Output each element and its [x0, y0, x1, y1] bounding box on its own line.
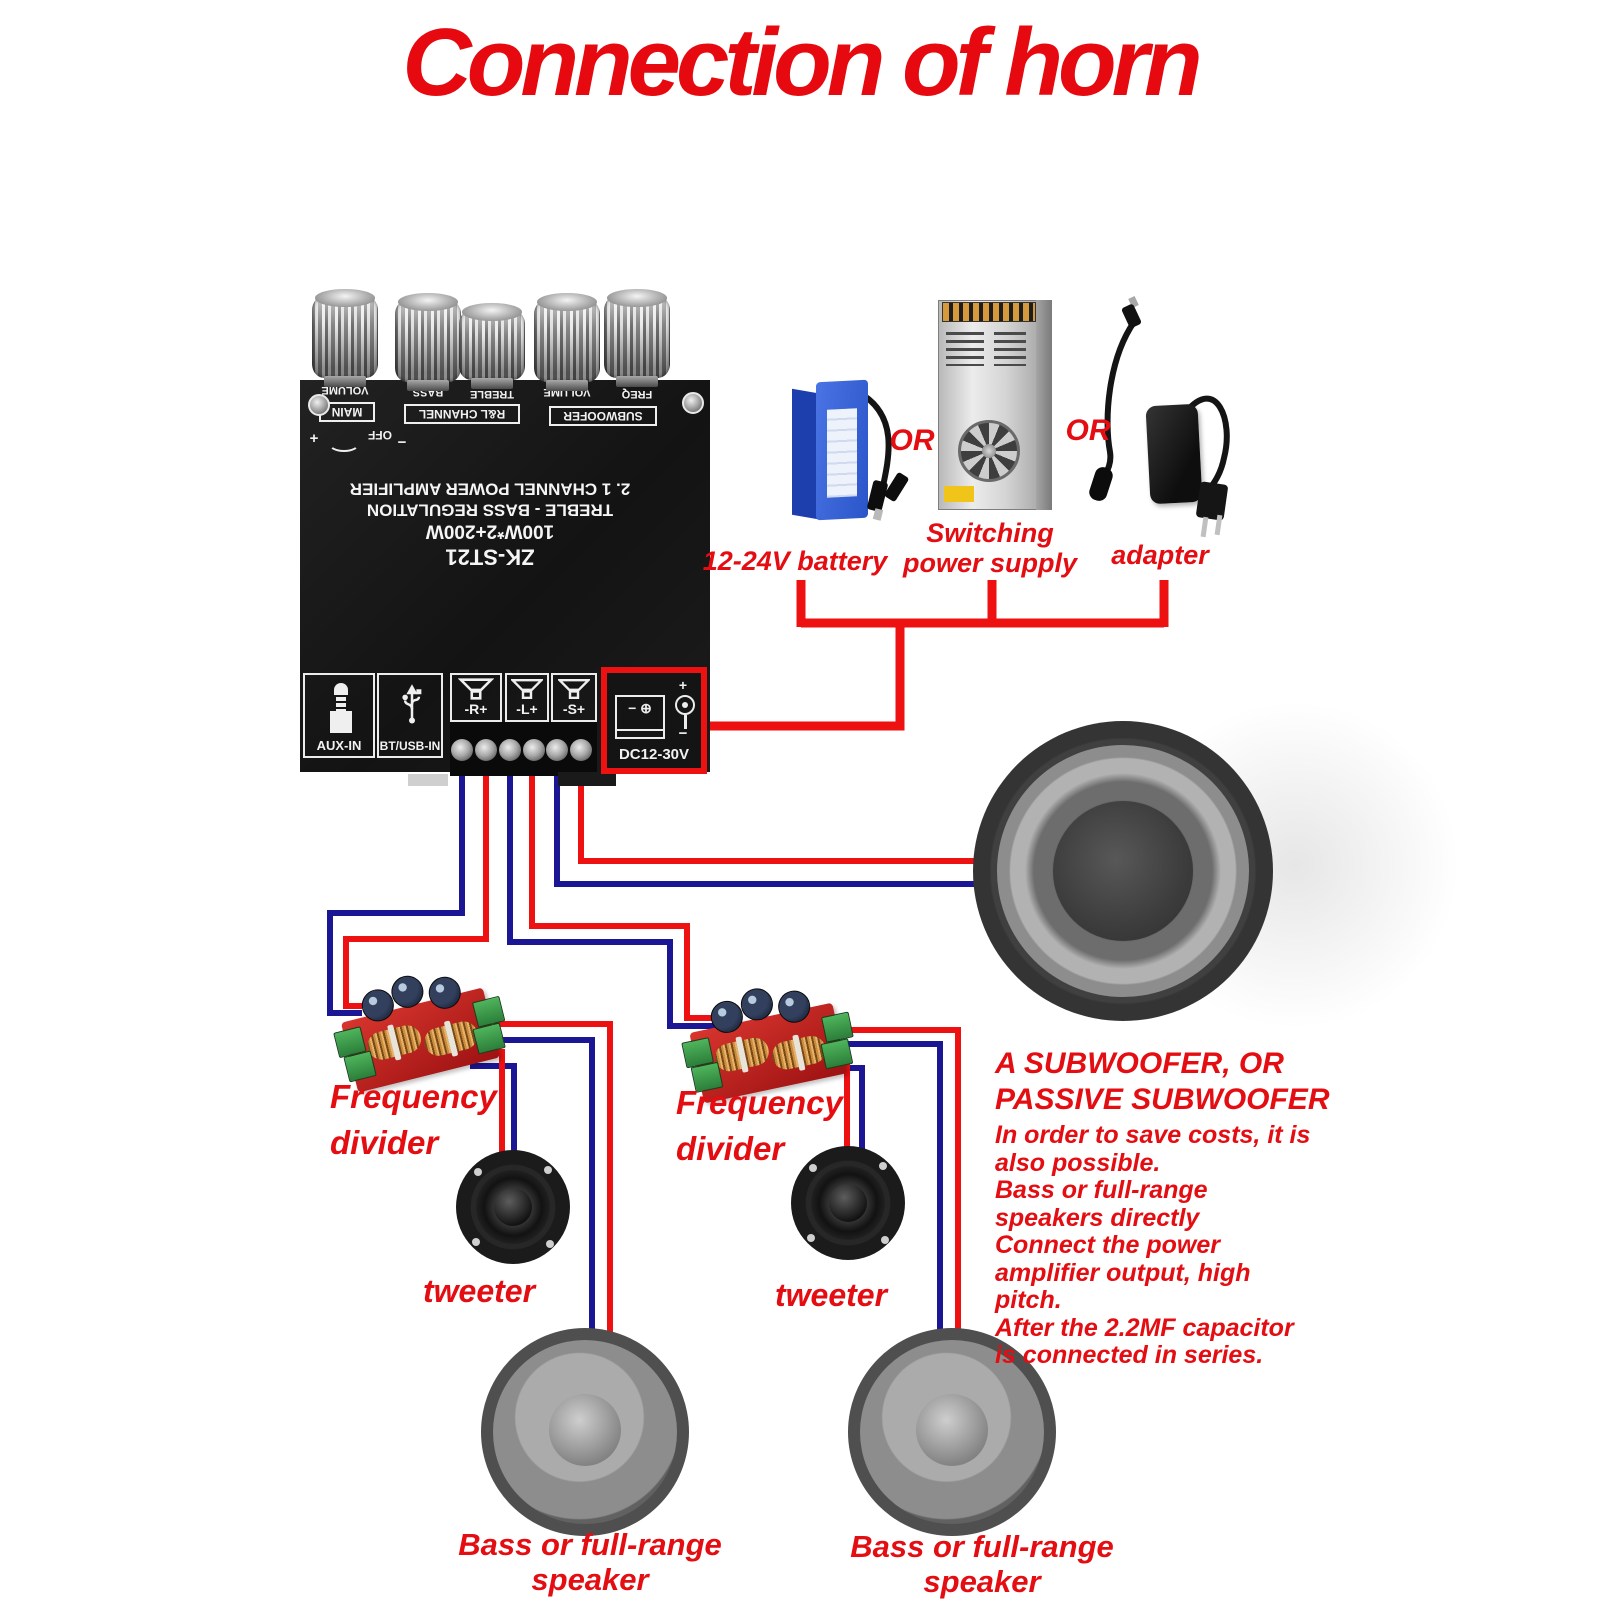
terminal-screw [475, 739, 497, 761]
psu-vents [994, 332, 1026, 366]
battery-sticker [827, 408, 857, 498]
psu-terminal-strip [942, 302, 1036, 322]
plug-prong [1200, 516, 1209, 538]
wire-left-positive [529, 748, 728, 1021]
battery-polarity-icon: − ⊕ [615, 695, 665, 731]
tweeter-image-right [791, 1146, 905, 1260]
wire-left-tweeter-negative [470, 1063, 517, 1168]
wire-left-bass-positive [494, 1021, 613, 1342]
battery-plug-connector [883, 471, 910, 503]
adapter-ferrite [1087, 465, 1115, 503]
frequency-divider-label-left: Frequency divider [330, 1078, 497, 1161]
speaker-icon [558, 679, 590, 699]
board-tab [408, 774, 448, 786]
wire-right-bass-positive [838, 1027, 961, 1345]
battery-label: 12-24V battery [702, 546, 888, 576]
wire-left-negative [507, 748, 728, 1029]
power-arrow-icon [328, 434, 360, 452]
aux-jack-icon [334, 683, 348, 695]
terminal-screw [546, 739, 568, 761]
dc-plug-icon [675, 695, 695, 715]
terminal-block [450, 722, 597, 776]
bass-speaker-label-right: Bass or full-range speaker [850, 1529, 1114, 1599]
dc-voltage-label: DC12-30V [618, 746, 690, 763]
right-channel-port: -R+ [450, 673, 502, 722]
battery-icon-base [615, 729, 665, 739]
board-silkscreen-text: ZK-ST21 100W*2+200W TREBLE - BASS REGULA… [345, 478, 635, 570]
or-label-1: OR [889, 424, 935, 457]
adapter-label: adapter [1111, 540, 1209, 570]
usb-icon [402, 684, 422, 724]
dc-input-port: − ⊕ + − DC12-30V [601, 667, 707, 774]
board-power-rating: 100W*2+200W [425, 520, 555, 542]
wire-right-negative [327, 748, 465, 1016]
aux-in-port: AUX-IN [303, 673, 375, 758]
wire-right-positive [343, 748, 489, 1009]
wire-left-bass-negative [498, 1037, 595, 1342]
psu-sticker [944, 486, 974, 502]
treble-knob [459, 303, 525, 389]
wire-subwoofer-negative [554, 748, 985, 887]
knob-label-treble: TREBLE [470, 388, 514, 400]
group-label-subwoofer: SUBWOOFER [549, 406, 657, 426]
board-model: ZK-ST21 [445, 544, 535, 570]
subwoofer-note-heading: A SUBWOOFER, OR PASSIVE SUBWOOFER [995, 1047, 1330, 1116]
subwoofer-volume-knob [534, 293, 600, 391]
ac-plug [1195, 481, 1229, 521]
left-channel-label: -L+ [516, 701, 538, 717]
group-label-rl-channel: R&L CHANNEL [404, 404, 520, 424]
sub-channel-label: -S+ [562, 701, 586, 717]
psu-label: Switching power supply [902, 518, 1078, 579]
wire-right-bass-negative [843, 1041, 943, 1345]
bt-usb-in-port: BT/USB-IN [377, 673, 443, 758]
board-channel-text: 2. 1 CHANNEL POWER AMPLIFIER [349, 479, 631, 499]
subwoofer-image [973, 721, 1273, 1021]
subwoofer-note-body: In order to save costs, it is also possi… [995, 1121, 1311, 1369]
sub-channel-port: -S+ [551, 673, 597, 722]
tweeter-label-right: tweeter [774, 1277, 888, 1313]
right-channel-label: -R+ [464, 701, 488, 717]
page-title: Connection of horn [402, 9, 1202, 116]
bass-speaker-label-left: Bass or full-range speaker [458, 1527, 722, 1597]
main-volume-knob [312, 289, 378, 387]
psu-fan [958, 420, 1020, 482]
adapter-dc-plug [1120, 303, 1143, 329]
knob-label-freq: FREQ [621, 388, 653, 400]
bass-speaker-image-left [481, 1328, 689, 1536]
terminal-screw [499, 739, 521, 761]
corner-screw-left [308, 394, 330, 416]
amplifier-board: VOLUME BASS TREBLE VOLUME FREQ MAIN R&L … [300, 289, 712, 794]
bt-usb-in-label: BT/USB-IN [379, 739, 441, 753]
plug-minus-label: − [678, 725, 688, 742]
plug-plus-label: + [678, 677, 688, 693]
board-regulation-text: TREBLE - BASS REGULATION [366, 500, 614, 520]
corner-screw-right [682, 392, 704, 414]
terminal-screw [570, 739, 592, 761]
tweeter-image-left [456, 1150, 570, 1264]
speaker-icon [458, 678, 494, 700]
terminal-screw [523, 739, 545, 761]
terminal-screw [451, 739, 473, 761]
aux-in-label: AUX-IN [316, 738, 362, 753]
speaker-icon [511, 679, 543, 699]
frequency-divider-label-right: Frequency divider [676, 1084, 843, 1167]
tweeter-label-left: tweeter [422, 1273, 536, 1309]
power-plus-label: + [309, 430, 319, 447]
bass-knob [395, 293, 461, 391]
bass-speaker-image-right [848, 1328, 1056, 1536]
power-bus-wire [707, 580, 1169, 731]
switching-psu-image [938, 300, 1052, 510]
adapter-body [1145, 403, 1203, 505]
board-tab [558, 772, 616, 786]
or-label-2: OR [1065, 414, 1111, 447]
freq-knob [604, 289, 670, 387]
power-minus-label: − [397, 434, 407, 451]
left-channel-port: -L+ [505, 673, 549, 722]
psu-vents [946, 332, 984, 366]
